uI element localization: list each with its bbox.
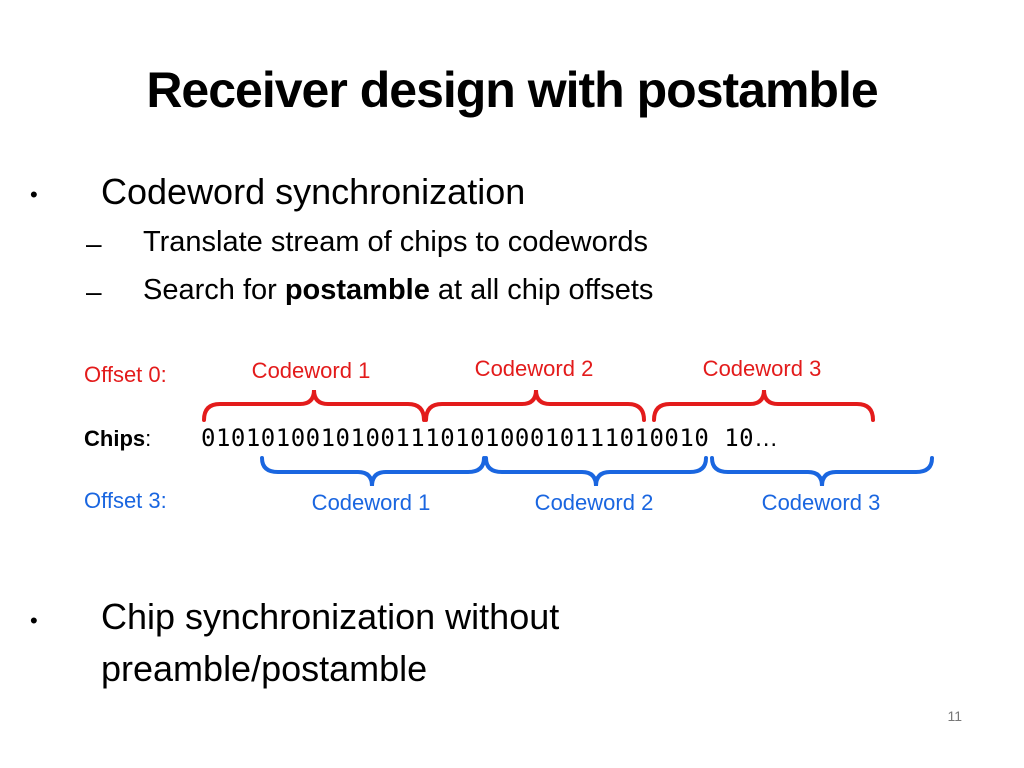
offset3-codeword3-label: Codeword 3 bbox=[761, 490, 881, 515]
sub-bullet-search-pre: Search for bbox=[143, 274, 285, 306]
brace-layer bbox=[202, 389, 934, 487]
chips-ellipsis: … bbox=[754, 425, 779, 452]
chips-label: Chips: bbox=[84, 426, 151, 452]
offset0-label: Offset 0: bbox=[84, 362, 167, 387]
offset0-codeword2-brace bbox=[424, 389, 646, 422]
bullet-chip-sync-line1: Chip synchronization without bbox=[101, 596, 560, 637]
offset3-codeword2-label: Codeword 2 bbox=[534, 490, 654, 515]
sub-bullet-search: Search for postamble at all chip offsets bbox=[143, 273, 653, 308]
offset3-codeword1-label: Codeword 1 bbox=[311, 490, 431, 515]
offset0-codeword1-label: Codeword 1 bbox=[251, 358, 371, 383]
chips-label-colon: : bbox=[145, 426, 152, 451]
sub-bullet-search-post: at all chip offsets bbox=[429, 274, 654, 306]
chips-stream: 0101010010100111010100010111010010 10… bbox=[201, 424, 778, 453]
offset0-codeword1-brace bbox=[202, 389, 426, 422]
bullet-marker: • bbox=[30, 608, 38, 633]
offset3-codeword1-brace bbox=[260, 456, 486, 487]
sub-bullet-dash: – bbox=[86, 276, 102, 307]
bullet-marker: • bbox=[30, 182, 38, 207]
offset3-codeword3-brace bbox=[710, 456, 934, 487]
offset0-codeword3-brace bbox=[652, 389, 875, 422]
offset3-label: Offset 3: bbox=[84, 488, 167, 513]
chips-label-text: Chips bbox=[84, 426, 146, 451]
offset0-codeword2-label: Codeword 2 bbox=[474, 356, 594, 381]
chips-bits: 0101010010100111010100010111010010 10 bbox=[201, 424, 755, 452]
bullet-codeword-sync: Codeword synchronization bbox=[101, 171, 526, 212]
bullet-chip-sync-line2: preamble/postamble bbox=[101, 648, 428, 689]
page-number: 11 bbox=[947, 708, 962, 724]
slide-title: Receiver design with postamble bbox=[146, 62, 878, 118]
sub-bullet-translate: Translate stream of chips to codewords bbox=[143, 226, 649, 258]
codeword-offset-diagram: Offset 0: Codeword 1 Codeword 2 Codeword… bbox=[0, 340, 1024, 540]
sub-bullet-dash: – bbox=[86, 228, 102, 259]
offset0-codeword3-label: Codeword 3 bbox=[702, 356, 822, 381]
postamble-emphasis: postamble bbox=[284, 274, 430, 306]
offset3-codeword2-brace bbox=[484, 456, 708, 487]
